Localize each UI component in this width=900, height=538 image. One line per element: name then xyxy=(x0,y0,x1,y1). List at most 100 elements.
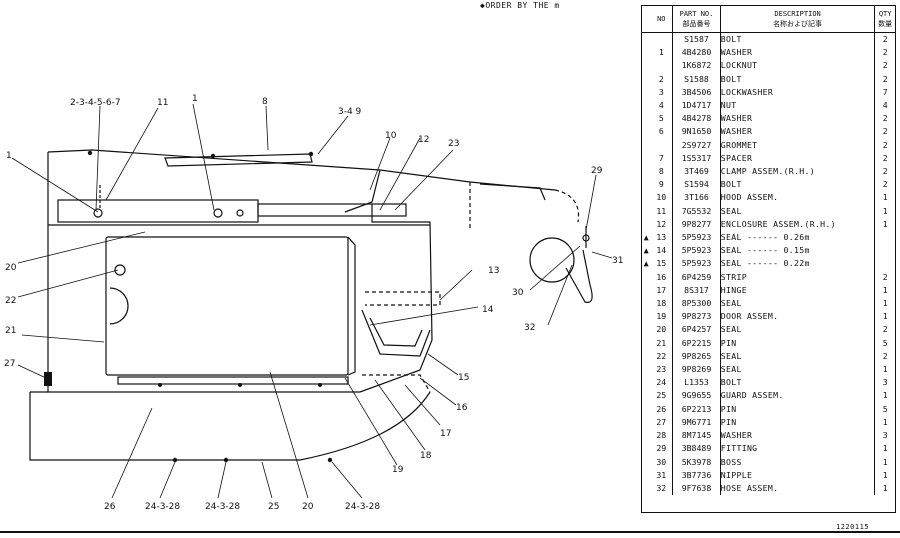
cell-part: 6P2215 xyxy=(672,336,721,350)
cell-part: 9N1650 xyxy=(672,125,721,139)
cell-mark xyxy=(642,389,650,402)
cell-desc: HOOD ASSEM. xyxy=(720,191,876,205)
clamp-part xyxy=(164,153,313,167)
guard-outline xyxy=(29,391,431,461)
cell-qty: 3 xyxy=(882,377,888,388)
cell-no: 12 xyxy=(650,217,674,232)
cell-qty: 3 xyxy=(882,430,888,441)
cell-qty: 5 xyxy=(882,403,888,414)
cell-no xyxy=(650,59,674,73)
cell-desc: BOLT xyxy=(720,178,876,192)
cell-no: 27 xyxy=(650,415,674,430)
cell-desc: SEAL xyxy=(720,363,876,377)
cell-no: 21 xyxy=(650,336,674,350)
cell-no: 20 xyxy=(650,323,674,337)
cell-mark xyxy=(642,403,650,416)
cell-mark xyxy=(642,139,650,152)
callout-label: 25 xyxy=(268,502,279,512)
cell-qty: 2 xyxy=(882,179,888,190)
cell-qty: 1 xyxy=(882,456,888,467)
cell-mark xyxy=(642,112,650,125)
cell-qty: 1 xyxy=(882,218,888,229)
cell-mark xyxy=(642,469,650,482)
cell-part: 7G5532 xyxy=(672,204,721,218)
cell-desc: SEAL ------ 0.22m xyxy=(720,257,876,271)
cell-qty: 2 xyxy=(882,152,888,163)
cell-mark xyxy=(642,165,650,178)
cell-no: 3 xyxy=(650,85,674,100)
cell-qty: 2 xyxy=(882,166,888,177)
cell-qty xyxy=(875,244,895,257)
cell-qty: 1 xyxy=(882,390,888,401)
cell-qty: 2 xyxy=(882,350,888,361)
cell-no: 9 xyxy=(650,178,674,192)
callout-label: 22 xyxy=(5,296,16,306)
cell-part: 3T469 xyxy=(672,165,721,179)
callout-label: 24-3-28 xyxy=(205,502,240,512)
cell-mark xyxy=(642,152,650,165)
cell-part: 5P5923 xyxy=(672,244,721,258)
cell-qty: 1 xyxy=(882,443,888,454)
callout-label: 18 xyxy=(420,451,432,461)
cell-part: 2S9727 xyxy=(672,138,721,152)
cell-desc: STRIP xyxy=(720,270,876,284)
cell-part: 9G9655 xyxy=(672,389,721,403)
cell-qty: 1 xyxy=(882,192,888,203)
cell-no: 1 xyxy=(650,46,674,60)
cell-desc: BOSS xyxy=(720,455,876,469)
cell-desc: PIN xyxy=(720,402,876,416)
cell-qty: 1 xyxy=(882,482,888,493)
callout-label: 15 xyxy=(458,373,469,383)
cell-no: 16 xyxy=(650,270,674,284)
cell-part: 6P4257 xyxy=(672,323,721,337)
cell-desc: WASHER xyxy=(720,46,876,60)
cell-no: 5 xyxy=(650,112,674,126)
cell-part: 9F7638 xyxy=(672,481,721,496)
callout-label: 17 xyxy=(440,429,451,439)
cell-qty: 2 xyxy=(882,60,888,71)
cell-mark xyxy=(642,86,650,99)
callout-label: 24-3-28 xyxy=(145,502,180,512)
cell-part: 5K3978 xyxy=(672,455,721,469)
drawing-code: 1220115 xyxy=(836,523,870,531)
cell-no: 6 xyxy=(650,125,674,139)
cell-part: S1587 xyxy=(672,32,721,47)
callout-label: 19 xyxy=(392,465,404,475)
cell-part: 1S5317 xyxy=(672,151,721,166)
cell-mark: ▲ xyxy=(643,245,649,256)
cell-no: 2 xyxy=(650,72,674,86)
cell-mark xyxy=(642,218,650,231)
cell-qty: 2 xyxy=(882,34,888,44)
exploded-view-drawing: 2-3-4-5-6-7 11 1 8 3-4 9 10 12 23 1 29 2… xyxy=(4,94,623,512)
cell-desc: LOCKWASHER xyxy=(720,85,876,100)
cell-mark xyxy=(642,191,650,204)
boss-circle xyxy=(529,237,575,283)
cell-no: 11 xyxy=(650,204,674,218)
cell-no: 22 xyxy=(650,349,674,364)
order-note: ◆ORDER BY THE m xyxy=(480,1,560,10)
cell-no xyxy=(650,32,674,47)
cell-no: 19 xyxy=(650,310,674,324)
cell-mark xyxy=(642,178,650,191)
callout-label: 2-3-4-5-6-7 xyxy=(70,98,121,108)
cell-mark xyxy=(642,284,650,297)
cell-mark xyxy=(642,429,650,442)
cell-qty: 5 xyxy=(882,337,888,348)
